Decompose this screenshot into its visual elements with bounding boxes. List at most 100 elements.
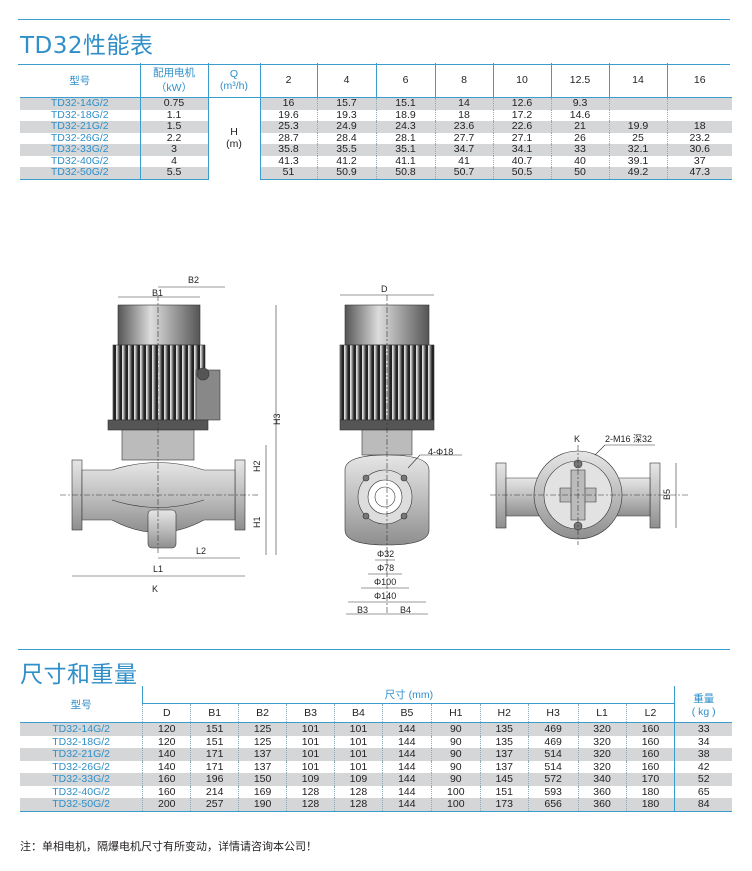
dim-b2: B2: [188, 275, 199, 285]
head-value-cell: 41.2: [316, 155, 376, 167]
dimension-cell: 257: [190, 798, 239, 812]
performance-header-row: 型号 配用电机（kW） Q(m³/h) 2 4 6 8 10 12.5 14 1…: [20, 63, 732, 98]
motor-power-cell: 5.5: [139, 166, 208, 180]
dim-h3: H3: [272, 413, 282, 425]
dim-column-header: D: [142, 703, 191, 723]
dimension-cell: 140: [142, 760, 191, 773]
weight-cell: 65: [674, 785, 732, 798]
head-value-cell: 50.7: [434, 166, 493, 180]
dimension-cell: 144: [381, 798, 432, 812]
motor-power-cell: 4: [139, 155, 208, 167]
dimension-cell: 196: [190, 773, 239, 786]
model-cell: TD32-40G/2: [52, 785, 111, 798]
head-value-cell: 41: [434, 155, 493, 167]
model-cell: TD32-33G/2: [20, 143, 140, 156]
dim-column-header: L1: [577, 703, 627, 723]
model-cell: TD32-26G/2: [50, 131, 109, 144]
dimension-cell: 572: [527, 773, 579, 786]
model-cell: TD32-21G/2: [20, 748, 143, 761]
motor-power-cell: 2.2: [139, 132, 208, 144]
dimension-cell: 320: [577, 748, 627, 761]
dimension-cell: 90: [430, 722, 481, 736]
dimension-cell: 120: [142, 735, 191, 748]
flow-header: 10: [492, 63, 551, 98]
dimension-cell: 144: [381, 722, 432, 736]
head-value-cell: 34.1: [492, 143, 551, 156]
dimension-cell: 360: [577, 798, 627, 812]
head-label: H: [230, 126, 238, 138]
dimension-cell: 320: [577, 735, 627, 748]
dim-phi32: Φ32: [377, 549, 394, 559]
dim-h2: H2: [252, 460, 262, 472]
dimension-cell: 160: [142, 785, 191, 798]
model-cell: TD32-21G/2: [20, 120, 140, 133]
head-value-cell: 14: [434, 97, 493, 110]
dimension-cell: 90: [430, 735, 481, 748]
model-cell: TD32-50G/2: [20, 798, 143, 812]
flow-header: 6: [375, 63, 435, 98]
dimension-cell: 171: [190, 760, 239, 773]
flow-header: 14: [608, 63, 667, 98]
dim-phi140: Φ140: [374, 591, 396, 601]
dimension-cell: 144: [381, 760, 432, 773]
head-value-cell: 40.7: [492, 155, 551, 167]
dimension-cell: 200: [142, 798, 191, 812]
dimension-cell: 151: [190, 722, 239, 736]
weight-cell: 33: [674, 722, 732, 736]
dim-b1: B1: [152, 288, 163, 298]
dimension-cell: 656: [527, 798, 579, 812]
head-value-cell: 50.8: [375, 166, 435, 180]
dimension-cell: 101: [333, 722, 383, 736]
dim-phi100: Φ100: [374, 577, 396, 587]
head-value-cell: 24.9: [316, 120, 376, 133]
head-value-cell: 28.7: [259, 132, 317, 144]
head-value-cell: 28.1: [375, 132, 435, 144]
dim-column-header: B5: [381, 703, 432, 723]
head-value-cell: 47.3: [666, 166, 732, 180]
dim-column-header: B2: [238, 703, 287, 723]
flow-header: 2: [259, 63, 317, 98]
flow-header: 8: [434, 63, 493, 98]
head-value-cell: 37: [666, 155, 732, 167]
dim-column-header: L2: [625, 703, 675, 723]
head-value-cell: 12.6: [492, 97, 551, 110]
dim-thread: 2-M16 深32: [605, 434, 652, 444]
head-value-cell: 18: [434, 109, 493, 121]
head-value-cell: 22.6: [492, 120, 551, 133]
flow-header: 12.5: [550, 63, 609, 98]
dimensions-title: 尺寸和重量: [20, 662, 138, 688]
model-cell: TD32-50G/2: [20, 166, 140, 180]
q-header-unit: (m³/h): [220, 80, 248, 92]
head-value-cell: [666, 97, 732, 110]
dim-column-header: H3: [527, 703, 579, 723]
head-value-cell: 41.1: [375, 155, 435, 167]
head-value-cell: 21: [550, 120, 609, 133]
dimension-cell: 593: [527, 785, 579, 798]
dimension-cell: 125: [238, 735, 287, 748]
dimension-cell: 101: [333, 760, 383, 773]
head-value-cell: 18.9: [375, 109, 435, 121]
head-value-cell: 24.3: [375, 120, 435, 133]
dimension-cell: 160: [625, 722, 675, 736]
motor-power-cell: 1.1: [139, 109, 208, 121]
flow-header: 16: [666, 63, 732, 98]
q-header: Q(m³/h): [207, 63, 260, 98]
head-value-cell: 35.8: [259, 143, 317, 156]
dimension-cell: 100: [430, 798, 481, 812]
head-value-cell: 34.7: [434, 143, 493, 156]
dimensions-header-row: 型号 尺寸 (mm) 重量( kg ): [20, 686, 732, 723]
top-view: [490, 444, 690, 545]
motor-header: 配用电机（kW）: [139, 63, 208, 98]
dimension-cell: 101: [286, 722, 335, 736]
head-value-cell: 25.3: [259, 120, 317, 133]
head-value-cell: 23.2: [666, 132, 732, 144]
dimension-cell: 137: [238, 748, 287, 761]
head-value-cell: 35.1: [375, 143, 435, 156]
dimension-cell: 469: [527, 735, 579, 748]
